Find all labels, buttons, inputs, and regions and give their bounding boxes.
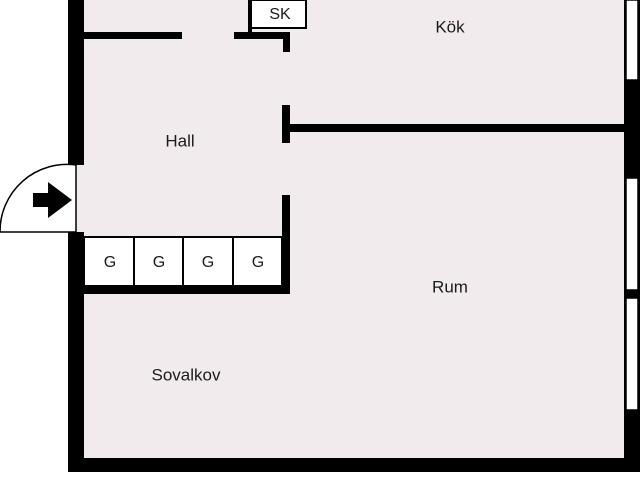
windows	[625, 0, 639, 411]
floor-area	[76, 0, 632, 460]
wardrobe-label: G	[153, 254, 165, 271]
wardrobe-label: G	[252, 254, 264, 271]
room-label-sleeping-alcove: Sovalkov	[152, 365, 221, 384]
entrance-door	[0, 163, 77, 233]
wardrobe-label: G	[202, 254, 214, 271]
room-label-hall: Hall	[165, 131, 194, 150]
room-label-living: Rum	[432, 277, 468, 296]
closet-label: SK	[269, 6, 291, 23]
entrance-arrow-icon	[33, 182, 72, 218]
interior-walls	[84, 32, 624, 294]
room-label-kitchen: Kök	[435, 17, 465, 36]
sk-closet: SK	[248, 0, 307, 32]
wardrobe-label: G	[104, 254, 116, 271]
wardrobes: G G G G	[83, 236, 283, 287]
